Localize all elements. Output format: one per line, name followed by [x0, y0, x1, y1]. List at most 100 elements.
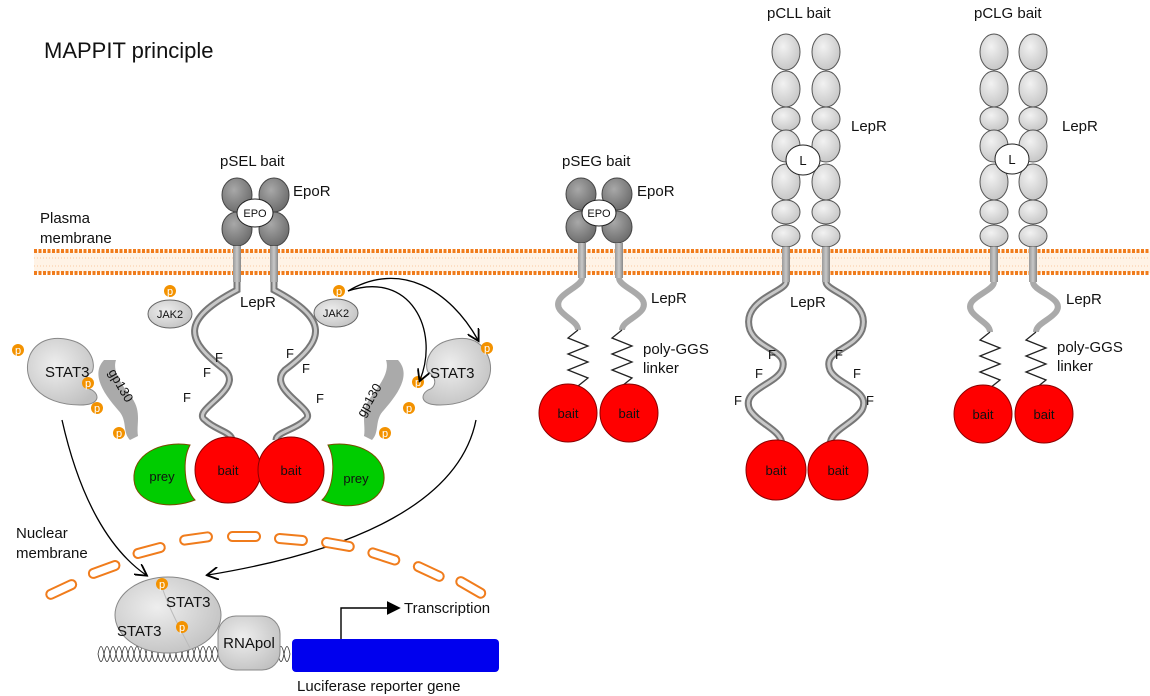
bait-circle [257, 436, 325, 504]
plasma-membrane-label-2: membrane [40, 230, 112, 247]
transcription-arrow [340, 601, 401, 639]
plasma-membrane-label-1: Plasma [40, 210, 91, 227]
phospho-label: p [336, 286, 342, 298]
construct-label-psel: pSEL bait [220, 153, 285, 170]
construct-label-pseg: pSEG bait [562, 153, 631, 170]
construct-pclg: pCLG bait L LepR LepR poly-GGS linker ba… [953, 5, 1123, 444]
leptin-label: L [1008, 152, 1015, 167]
linker-label-2: linker [643, 360, 679, 377]
f-site: F [768, 347, 776, 362]
f-site: F [286, 346, 294, 361]
linker-label-1: poly-GGS [643, 341, 709, 358]
jak2-left [147, 299, 193, 329]
phospho-icon [333, 285, 345, 297]
bait-circle [745, 439, 807, 501]
gp130-right [364, 360, 404, 440]
bait-label: bait [619, 406, 640, 421]
linker-zigzag [610, 329, 634, 387]
epo-ligand [581, 199, 617, 227]
stat3-label: STAT3 [45, 364, 89, 381]
plasma-membrane [34, 249, 1150, 275]
prey-label: prey [343, 471, 369, 486]
lepr-label: LepR [851, 118, 887, 135]
stat3-label: STAT3 [166, 594, 210, 611]
jak2-right [313, 298, 359, 328]
diagram-title: MAPPIT principle [44, 38, 214, 63]
phospho-label: p [167, 286, 173, 298]
f-site: F [302, 361, 310, 376]
bait-circle [807, 439, 869, 501]
bait-label: bait [1034, 407, 1055, 422]
f-site: F [183, 390, 191, 405]
bait-label: bait [218, 463, 239, 478]
prey-right [321, 443, 385, 507]
rnapol-label: RNApol [223, 635, 275, 652]
nuclear-membrane-label-2: membrane [16, 545, 88, 562]
epo-ligand [236, 198, 274, 228]
epor-label: EpoR [293, 183, 331, 200]
phospho-icon [176, 621, 188, 633]
phospho-label: p [406, 403, 412, 415]
f-site: F [203, 365, 211, 380]
bait-label: bait [281, 463, 302, 478]
lepr-extracellular-domains [771, 33, 841, 248]
lepr-label: LepR [790, 294, 826, 311]
bait-label: bait [766, 463, 787, 478]
lepr-extracellular-domains [979, 33, 1048, 248]
leptin-ligand [785, 144, 821, 176]
phospho-group: p p p p p p p p [12, 342, 493, 440]
construct-label-pcll: pCLL bait [767, 5, 831, 22]
bait-circle [1014, 384, 1074, 444]
epo-label: EPO [243, 208, 267, 220]
phospho-label: p [484, 343, 490, 355]
linker-zigzag [1024, 331, 1048, 389]
construct-label-pclg: pCLG bait [974, 5, 1042, 22]
linker-label-1: poly-GGS [1057, 339, 1123, 356]
lepr-label: LepR [1066, 291, 1102, 308]
arrow-stat3-to-nucleus-right [208, 419, 477, 575]
f-site: F [215, 350, 223, 365]
bait-circle [538, 383, 598, 443]
epo-label: EPO [587, 208, 611, 220]
f-site: F [316, 391, 324, 406]
f-site: F [835, 347, 843, 362]
construct-psel: pSEL bait EPO EpoR LepR F F F F F F JAK2… [12, 153, 493, 575]
construct-pseg: pSEG bait EPO EpoR LepR poly-GGS linker … [538, 153, 709, 443]
phospho-icon [164, 285, 176, 297]
lepr-label: LepR [1062, 118, 1098, 135]
jak2-label: JAK2 [157, 309, 183, 321]
phospho-label: p [159, 579, 165, 591]
f-site: F [734, 393, 742, 408]
lepr-label: LepR [240, 294, 276, 311]
bait-circle [599, 383, 659, 443]
bait-circle [953, 384, 1013, 444]
phospho-label: p [382, 428, 388, 440]
transcription-label: Transcription [404, 600, 490, 617]
bait-label: bait [828, 463, 849, 478]
phospho-label: p [179, 622, 185, 634]
linker-zigzag [978, 331, 1002, 389]
stat3-dimer [114, 576, 222, 654]
phospho-label: p [94, 403, 100, 415]
prey-left [133, 443, 196, 506]
f-site: F [755, 366, 763, 381]
phospho-label: p [15, 345, 21, 357]
reporter-gene-label: Luciferase reporter gene [297, 678, 460, 695]
phospho-label: p [85, 378, 91, 390]
construct-pcll: pCLL bait L LepR LepR F F F F F F bait b… [734, 5, 887, 501]
arrow-stat3-to-nucleus-left [61, 419, 146, 575]
leptin-ligand [994, 143, 1030, 175]
stat3-label: STAT3 [430, 365, 474, 382]
prey-label: prey [149, 469, 175, 484]
phospho-icon [156, 578, 168, 590]
lepr-label: LepR [651, 290, 687, 307]
gp130-left [98, 360, 138, 440]
arrow-jak2-to-stat3 [347, 277, 478, 340]
f-site: F [866, 393, 874, 408]
arrow-jak2-to-gp130 [347, 286, 426, 380]
stat3-label: STAT3 [117, 623, 161, 640]
bait-label: bait [973, 407, 994, 422]
rna-polymerase [217, 615, 281, 671]
stat3-right [422, 337, 491, 406]
